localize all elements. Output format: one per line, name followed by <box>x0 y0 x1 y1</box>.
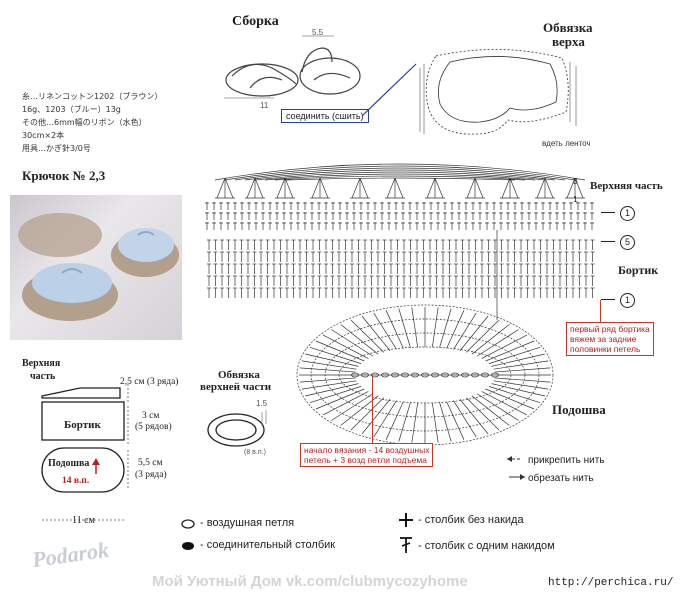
marker-dash-1 <box>601 212 615 213</box>
first-row-note: первый ряд бортика вяжем за задние полов… <box>566 322 654 356</box>
legend-slip: - соединительный столбик <box>200 539 336 551</box>
watermark-podarok: Podarok <box>30 536 111 573</box>
row-circle-1-bottom: 1 <box>620 293 635 308</box>
slip-stitch-icon <box>182 542 194 550</box>
start-note: начало вязания - 14 воздушных петель + 3… <box>300 443 434 467</box>
chart-strokes <box>205 163 595 446</box>
edging-top-title-2: верха <box>552 34 585 49</box>
schem-bortik-label: Бортик <box>64 419 101 431</box>
row-circle-1-top-text: 1 <box>624 208 630 218</box>
dc-stitch-icon <box>400 537 412 553</box>
ribbon-note: вдеть ленточку <box>542 139 590 148</box>
schem-dim-bortik-1: 3 см <box>142 411 160 421</box>
row-circle-1-top: 1 <box>620 206 635 221</box>
marker-dash-1b <box>601 299 615 300</box>
schem-sole-chain: 14 в.п. <box>62 476 90 486</box>
watermark-center: Мой Уютный Дом vk.com/clubmycozyhome <box>152 573 468 590</box>
assembly-title: Сборка <box>232 14 279 29</box>
row-circle-5: 5 <box>620 235 635 250</box>
edging-upper-title-1: Обвязка <box>218 369 260 381</box>
edging-upper-drawing: 1.5 (8 в.п.) <box>207 399 268 456</box>
first-row-note-line-2: вяжем за задние <box>570 334 637 344</box>
materials-line-2: 16g、1203（ブルー）13g <box>22 105 121 114</box>
edging-upper-title-2: верхней части <box>200 381 272 393</box>
schem-dim-sole-1: 5,5 см <box>138 458 163 468</box>
booties-photo <box>10 195 182 340</box>
row-circle-5-text: 5 <box>624 237 630 247</box>
start-note-line-2: петель + 3 возд петли подъема <box>304 455 427 465</box>
row-marker-3: 3 <box>573 176 578 186</box>
first-row-note-line-1: первый ряд бортика <box>570 324 650 334</box>
chain-stitch-icon <box>181 519 195 529</box>
crochet-chart <box>205 163 595 446</box>
join-arrow <box>361 63 417 117</box>
start-note-line-1: начало вязания - 14 воздушных <box>304 445 430 455</box>
fasten-label: прикрепить нить <box>528 455 605 466</box>
assembly-dim-top: 5.5 <box>312 28 324 37</box>
schem-dim-bortik-2: (5 рядов) <box>135 422 172 432</box>
marker-dash-5 <box>601 241 615 242</box>
materials-line-3: その他…6mm幅のリボン（水色） <box>22 118 147 127</box>
edging-top-chart: вдеть ленточку <box>419 49 590 148</box>
label-sole: Подошва <box>552 402 606 417</box>
materials-line-4: 30cm×2本 <box>22 131 65 140</box>
materials-line-5: 用具…かぎ針3/0号 <box>22 144 91 153</box>
legend-sc: - столбик без накида <box>418 514 524 526</box>
row-circle-1-bottom-text: 1 <box>624 295 630 305</box>
source-url: http://perchica.ru/ <box>548 577 674 589</box>
edging-upper-dim: 1.5 <box>256 399 268 408</box>
legend-chain: - воздушная петля <box>200 517 295 529</box>
first-row-note-line-3: половинки петель <box>570 344 641 354</box>
label-bortik: Бортик <box>618 263 659 277</box>
schem-upper-label-1: Верхняя <box>22 358 61 369</box>
cut-icon <box>509 474 525 480</box>
assembly-drawing: 5.5 11 <box>224 28 361 108</box>
schem-width: 11 см <box>72 515 95 526</box>
schem-dim-sole-2: (3 ряда) <box>135 470 167 480</box>
edging-upper-chain: (8 в.п.) <box>244 449 266 456</box>
legend-dc: - столбик с одним накидом <box>418 540 555 552</box>
edging-top-title-1: Обвязка <box>543 20 593 35</box>
assembly-dim-bottom: 11 <box>260 101 269 108</box>
fasten-icon <box>507 456 521 462</box>
join-label: соединить (сшить) <box>281 109 369 123</box>
materials-line-1: 糸…リネンコットン1202（ブラウン） <box>22 92 163 101</box>
cut-label: обрезать нить <box>528 473 594 484</box>
row-marker-1a: 1 <box>573 194 578 204</box>
hook-size: Крючок № 2,3 <box>22 168 106 183</box>
schem-dim-upper: 2,5 см (3 ряда) <box>120 377 179 387</box>
first-row-note-arrow <box>600 300 601 322</box>
label-upper-part: Верхняя часть <box>590 180 663 192</box>
sc-stitch-icon <box>399 513 413 527</box>
schem-sole-label: Подошва <box>48 458 90 469</box>
schematic-drawing <box>41 384 129 521</box>
schem-upper-label-2: часть <box>30 371 56 382</box>
start-note-arrow <box>372 375 373 443</box>
